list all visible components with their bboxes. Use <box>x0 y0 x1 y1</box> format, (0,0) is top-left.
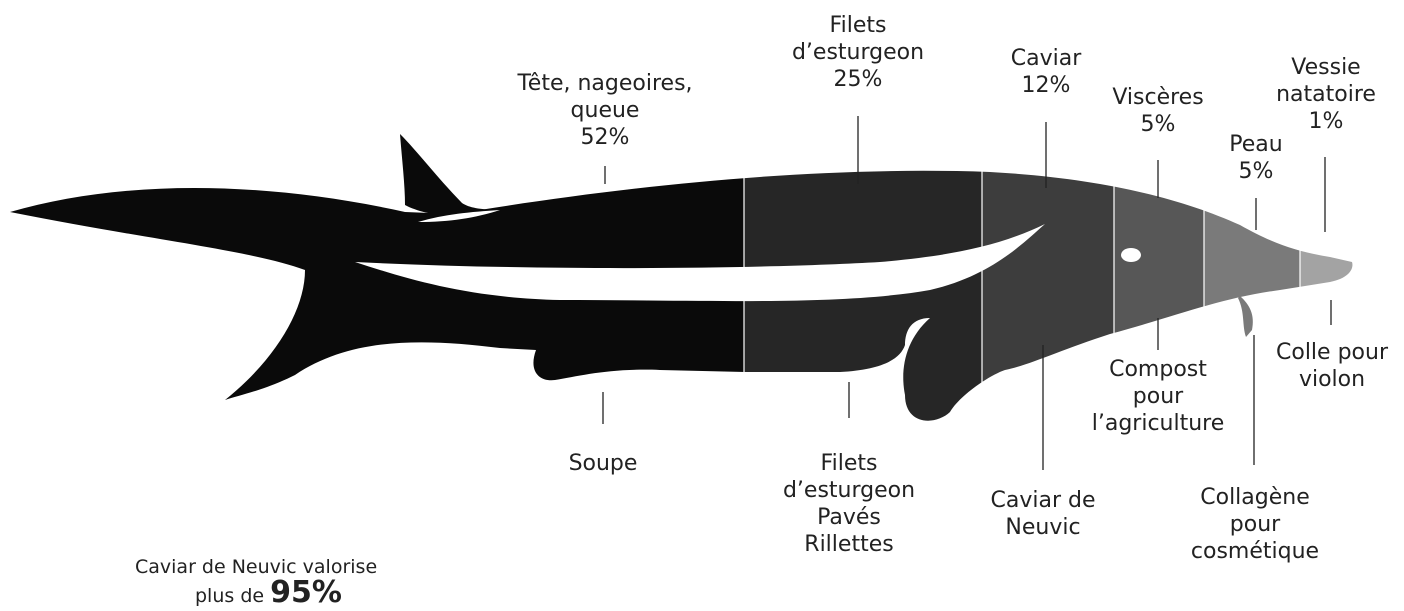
label-caviar: Caviar 12% <box>1011 45 1082 99</box>
eye <box>1121 248 1141 262</box>
label-skin: Peau 5% <box>1229 131 1282 185</box>
label-head-fins-tail: Tête, nageoires, queue 52% <box>517 70 692 151</box>
label-swim-bladder: Vessie natatoire 1% <box>1276 54 1376 135</box>
barbel <box>1238 296 1253 337</box>
dorsal-fin <box>400 134 530 215</box>
label-compost: Compost pour l’agriculture <box>1092 356 1225 437</box>
label-violin-glue: Colle pour violon <box>1276 339 1388 393</box>
label-fillets: Filets d’esturgeon 25% <box>792 12 924 93</box>
footer-note: Caviar de Neuvic valorise plus de 95% <box>135 556 377 611</box>
footer-prefix: plus de <box>195 585 264 607</box>
label-collagen: Collagène pour cosmétique <box>1191 484 1319 565</box>
label-fillets-products: Filets d’esturgeon Pavés Rillettes <box>783 450 915 558</box>
label-soup: Soupe <box>569 450 638 477</box>
label-viscera: Viscères 5% <box>1112 84 1203 138</box>
footer-percentage: 95% <box>270 575 342 610</box>
label-caviar-de-neuvic: Caviar de Neuvic <box>991 487 1096 541</box>
